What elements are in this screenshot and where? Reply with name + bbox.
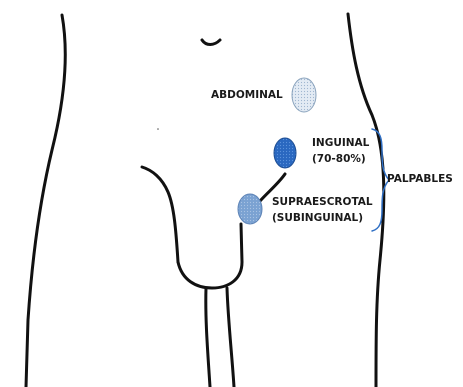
inguinal-testis-marker	[274, 138, 296, 168]
abdominal-testis-marker	[292, 78, 316, 112]
supraescrotal-testis-marker	[238, 194, 262, 224]
left-groin-line	[142, 167, 178, 262]
supraescrotal-label-line1: SUPRAESCROTAL	[272, 195, 373, 211]
inguinal-label-line2: (70-80%)	[312, 152, 369, 168]
right-thigh-line	[227, 288, 234, 387]
navel-mark	[202, 40, 220, 45]
inguinal-label: INGUINAL (70-80%)	[312, 136, 369, 168]
supraescrotal-label: SUPRAESCROTAL (SUBINGUINAL)	[272, 195, 373, 227]
scrotum-outline	[178, 224, 242, 288]
palpables-label: PALPABLES	[387, 172, 453, 188]
abdominal-label: ABDOMINAL	[211, 88, 283, 104]
left-thigh-line	[206, 288, 210, 387]
supraescrotal-label-line2: (SUBINGUINAL)	[272, 211, 373, 227]
skin-dot	[157, 128, 159, 130]
left-torso-outline	[26, 15, 65, 387]
abdominal-label-text: ABDOMINAL	[211, 88, 283, 104]
inguinal-label-line1: INGUINAL	[312, 136, 369, 152]
palpables-label-text: PALPABLES	[387, 172, 453, 188]
